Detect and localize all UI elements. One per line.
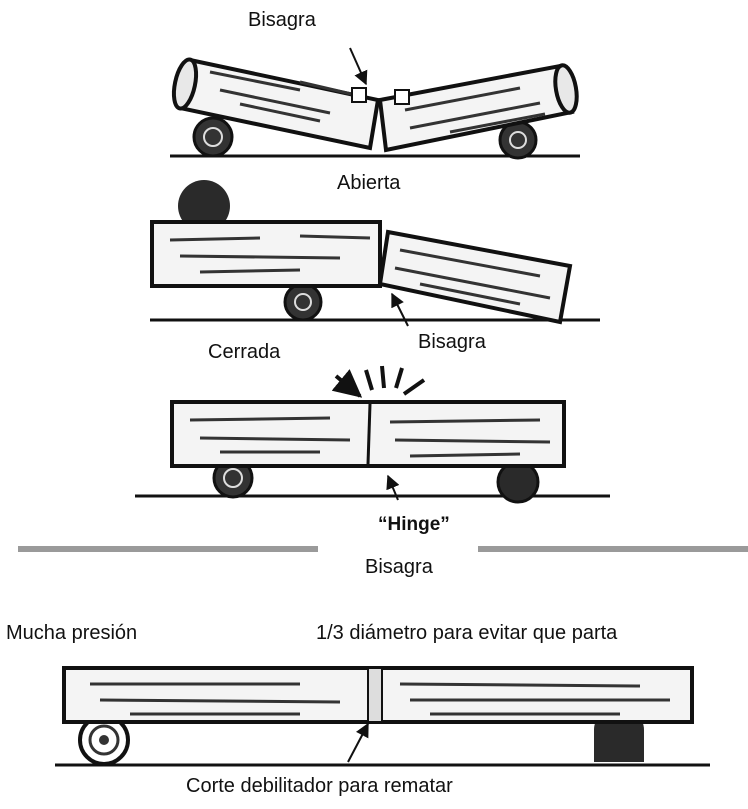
panel-closed-lift — [150, 180, 600, 327]
log-left-segment — [171, 57, 381, 151]
label-hinge-english: “Hinge” — [378, 514, 450, 535]
hinge-pointer-arrow — [391, 292, 409, 327]
label-state-closed: Cerrada — [208, 341, 281, 363]
label-hinge-closed: Bisagra — [418, 331, 486, 353]
log-joined — [170, 400, 566, 468]
cut-pointer-arrow — [347, 722, 369, 763]
weight-ball — [178, 180, 230, 232]
label-state-open: Abierta — [337, 172, 401, 194]
label-cut-depth: 1/3 diámetro para evitar que parta — [316, 622, 618, 644]
log-right-segment — [377, 63, 579, 153]
label-hinge-open: Bisagra — [248, 9, 316, 31]
stress-arrows — [331, 365, 426, 398]
label-hinge-section: Bisagra — [365, 556, 433, 578]
support-log-left — [192, 116, 234, 158]
log-left-segment — [150, 220, 382, 288]
hinge-pointer-arrow — [386, 474, 400, 501]
separator — [18, 546, 748, 552]
log-long — [62, 666, 694, 724]
support-log-center — [283, 282, 323, 322]
label-relief-cut: Corte debilitador para rematar — [186, 775, 453, 797]
panel-heavy-stress — [55, 666, 710, 767]
hinge-pointer-arrow — [349, 47, 368, 86]
log-right-segment — [377, 229, 573, 325]
support-log-right — [594, 712, 644, 762]
label-heavy-stress: Mucha presión — [6, 622, 138, 644]
panel-open — [170, 47, 580, 160]
panel-closed-supported — [135, 365, 610, 504]
